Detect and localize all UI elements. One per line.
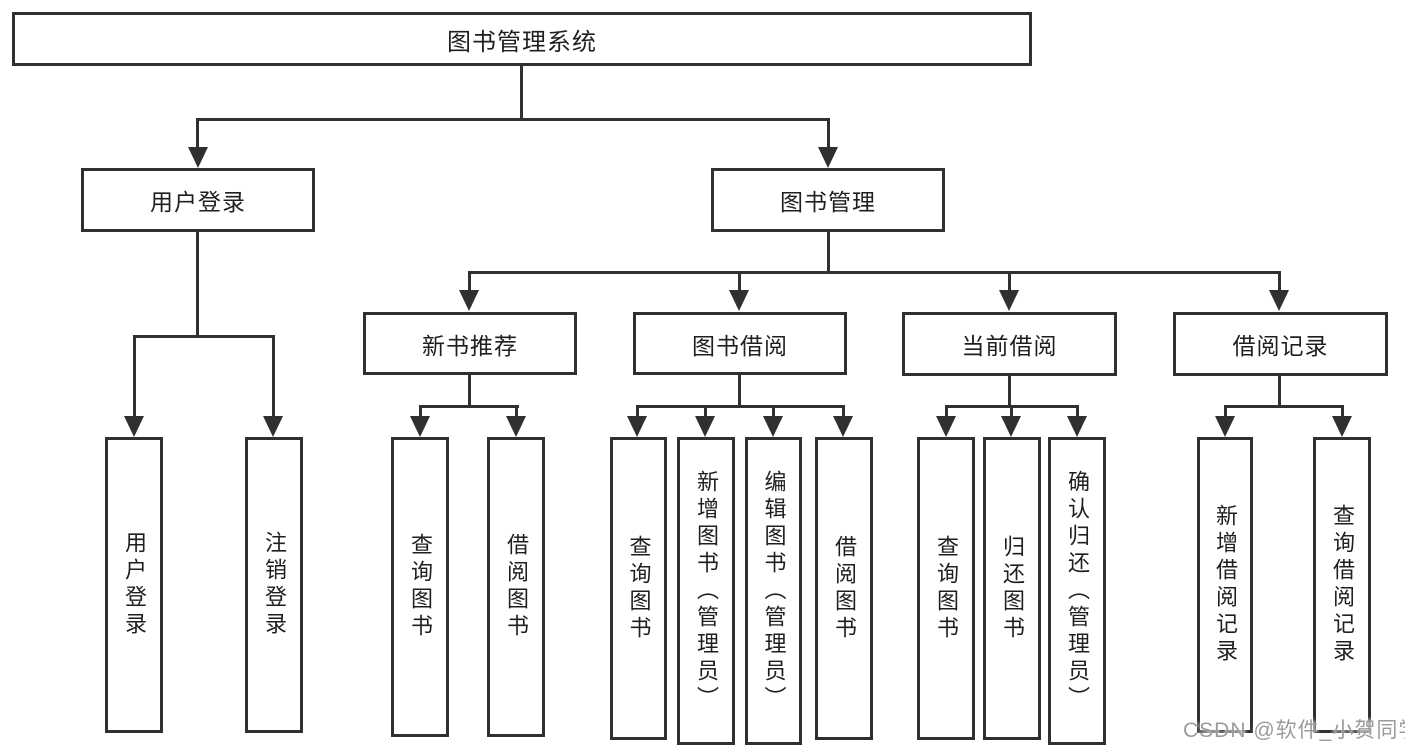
connector-drop-borrowing-records <box>1278 271 1281 291</box>
node-book-borrowing: 图书借阅 <box>633 312 847 375</box>
connector-drop-leaf <box>1341 405 1344 418</box>
arrow-down <box>188 147 208 168</box>
node-leaf-query-books-borrowing: 查询图书 <box>610 437 667 740</box>
arrow-down <box>1001 416 1021 437</box>
connector-drop-user-login <box>196 118 199 148</box>
arrow-down <box>459 290 479 311</box>
node-leaf-query-books-current: 查询图书 <box>917 437 975 740</box>
arrow-down <box>627 416 647 437</box>
connector-book-borrowing-stem <box>738 375 741 407</box>
arrow-down <box>695 416 715 437</box>
connector-drop-leaf <box>842 405 845 418</box>
connector-user-login-stem <box>196 232 199 337</box>
node-library-management-system: 图书管理系统 <box>12 12 1032 66</box>
connector-branch-user-login <box>133 335 275 338</box>
arrow-down <box>1067 416 1087 437</box>
arrow-down <box>833 416 853 437</box>
connector-drop-new-book-recommend <box>468 271 471 291</box>
watermark-text: CSDN @软件_小贺同学 <box>1183 719 1405 742</box>
connector-branch-new-book-recommend <box>419 405 519 408</box>
connector-drop-leaf <box>636 405 639 418</box>
arrow-down <box>1269 290 1289 311</box>
arrow-down <box>763 416 783 437</box>
node-leaf-edit-books-admin: 编辑图书（管理员） <box>745 437 802 745</box>
connector-drop-leaf <box>704 405 707 418</box>
node-current-borrowing: 当前借阅 <box>902 312 1117 376</box>
arrow-down <box>1332 416 1352 437</box>
connector-drop-leaf <box>419 405 422 418</box>
node-leaf-user-login: 用户登录 <box>105 437 163 733</box>
connector-drop-book-borrowing <box>738 271 741 291</box>
connector-drop-leaf <box>272 335 275 416</box>
node-leaf-confirm-return-admin: 确认归还（管理员） <box>1048 437 1106 745</box>
arrow-down <box>1215 416 1235 437</box>
connector-branch-level3 <box>468 271 1281 274</box>
connector-borrowing-records-stem <box>1278 375 1281 407</box>
node-leaf-borrow-books-borrowing: 借阅图书 <box>815 437 873 740</box>
node-leaf-query-books-recommend: 查询图书 <box>391 437 449 737</box>
arrow-down <box>124 416 144 437</box>
arrow-down <box>506 416 526 437</box>
connector-drop-current-borrowing <box>1008 271 1011 291</box>
node-leaf-add-books-admin: 新增图书（管理员） <box>677 437 735 745</box>
connector-drop-book-management <box>827 118 830 148</box>
node-borrowing-records: 借阅记录 <box>1173 312 1388 376</box>
arrow-down <box>818 147 838 168</box>
node-leaf-borrow-books-recommend: 借阅图书 <box>487 437 545 737</box>
connector-drop-leaf <box>1010 405 1013 418</box>
connector-drop-leaf <box>1224 405 1227 418</box>
arrow-down <box>999 290 1019 311</box>
connector-branch-level2 <box>196 118 830 121</box>
node-new-book-recommend: 新书推荐 <box>363 312 577 375</box>
connector-branch-borrowing-records <box>1224 405 1344 408</box>
connector-drop-leaf <box>945 405 948 418</box>
node-leaf-return-books: 归还图书 <box>983 437 1041 740</box>
arrow-down <box>263 416 283 437</box>
node-leaf-query-borrow-record: 查询借阅记录 <box>1313 437 1371 733</box>
node-book-management: 图书管理 <box>711 168 945 232</box>
arrow-down <box>410 416 430 437</box>
connector-root-stem <box>520 66 523 119</box>
connector-current-borrowing-stem <box>1008 375 1011 407</box>
connector-new-book-recommend-stem <box>468 375 471 407</box>
connector-drop-leaf <box>772 405 775 418</box>
connector-book-management-stem <box>827 232 830 273</box>
connector-branch-book-borrowing <box>636 405 845 408</box>
arrow-down <box>729 290 749 311</box>
node-leaf-logout-login: 注销登录 <box>245 437 303 733</box>
connector-drop-leaf <box>1076 405 1079 418</box>
connector-drop-leaf <box>515 405 518 418</box>
node-leaf-add-borrow-record: 新增借阅记录 <box>1197 437 1253 733</box>
node-user-login: 用户登录 <box>81 168 315 232</box>
connector-drop-leaf <box>133 335 136 416</box>
arrow-down <box>936 416 956 437</box>
